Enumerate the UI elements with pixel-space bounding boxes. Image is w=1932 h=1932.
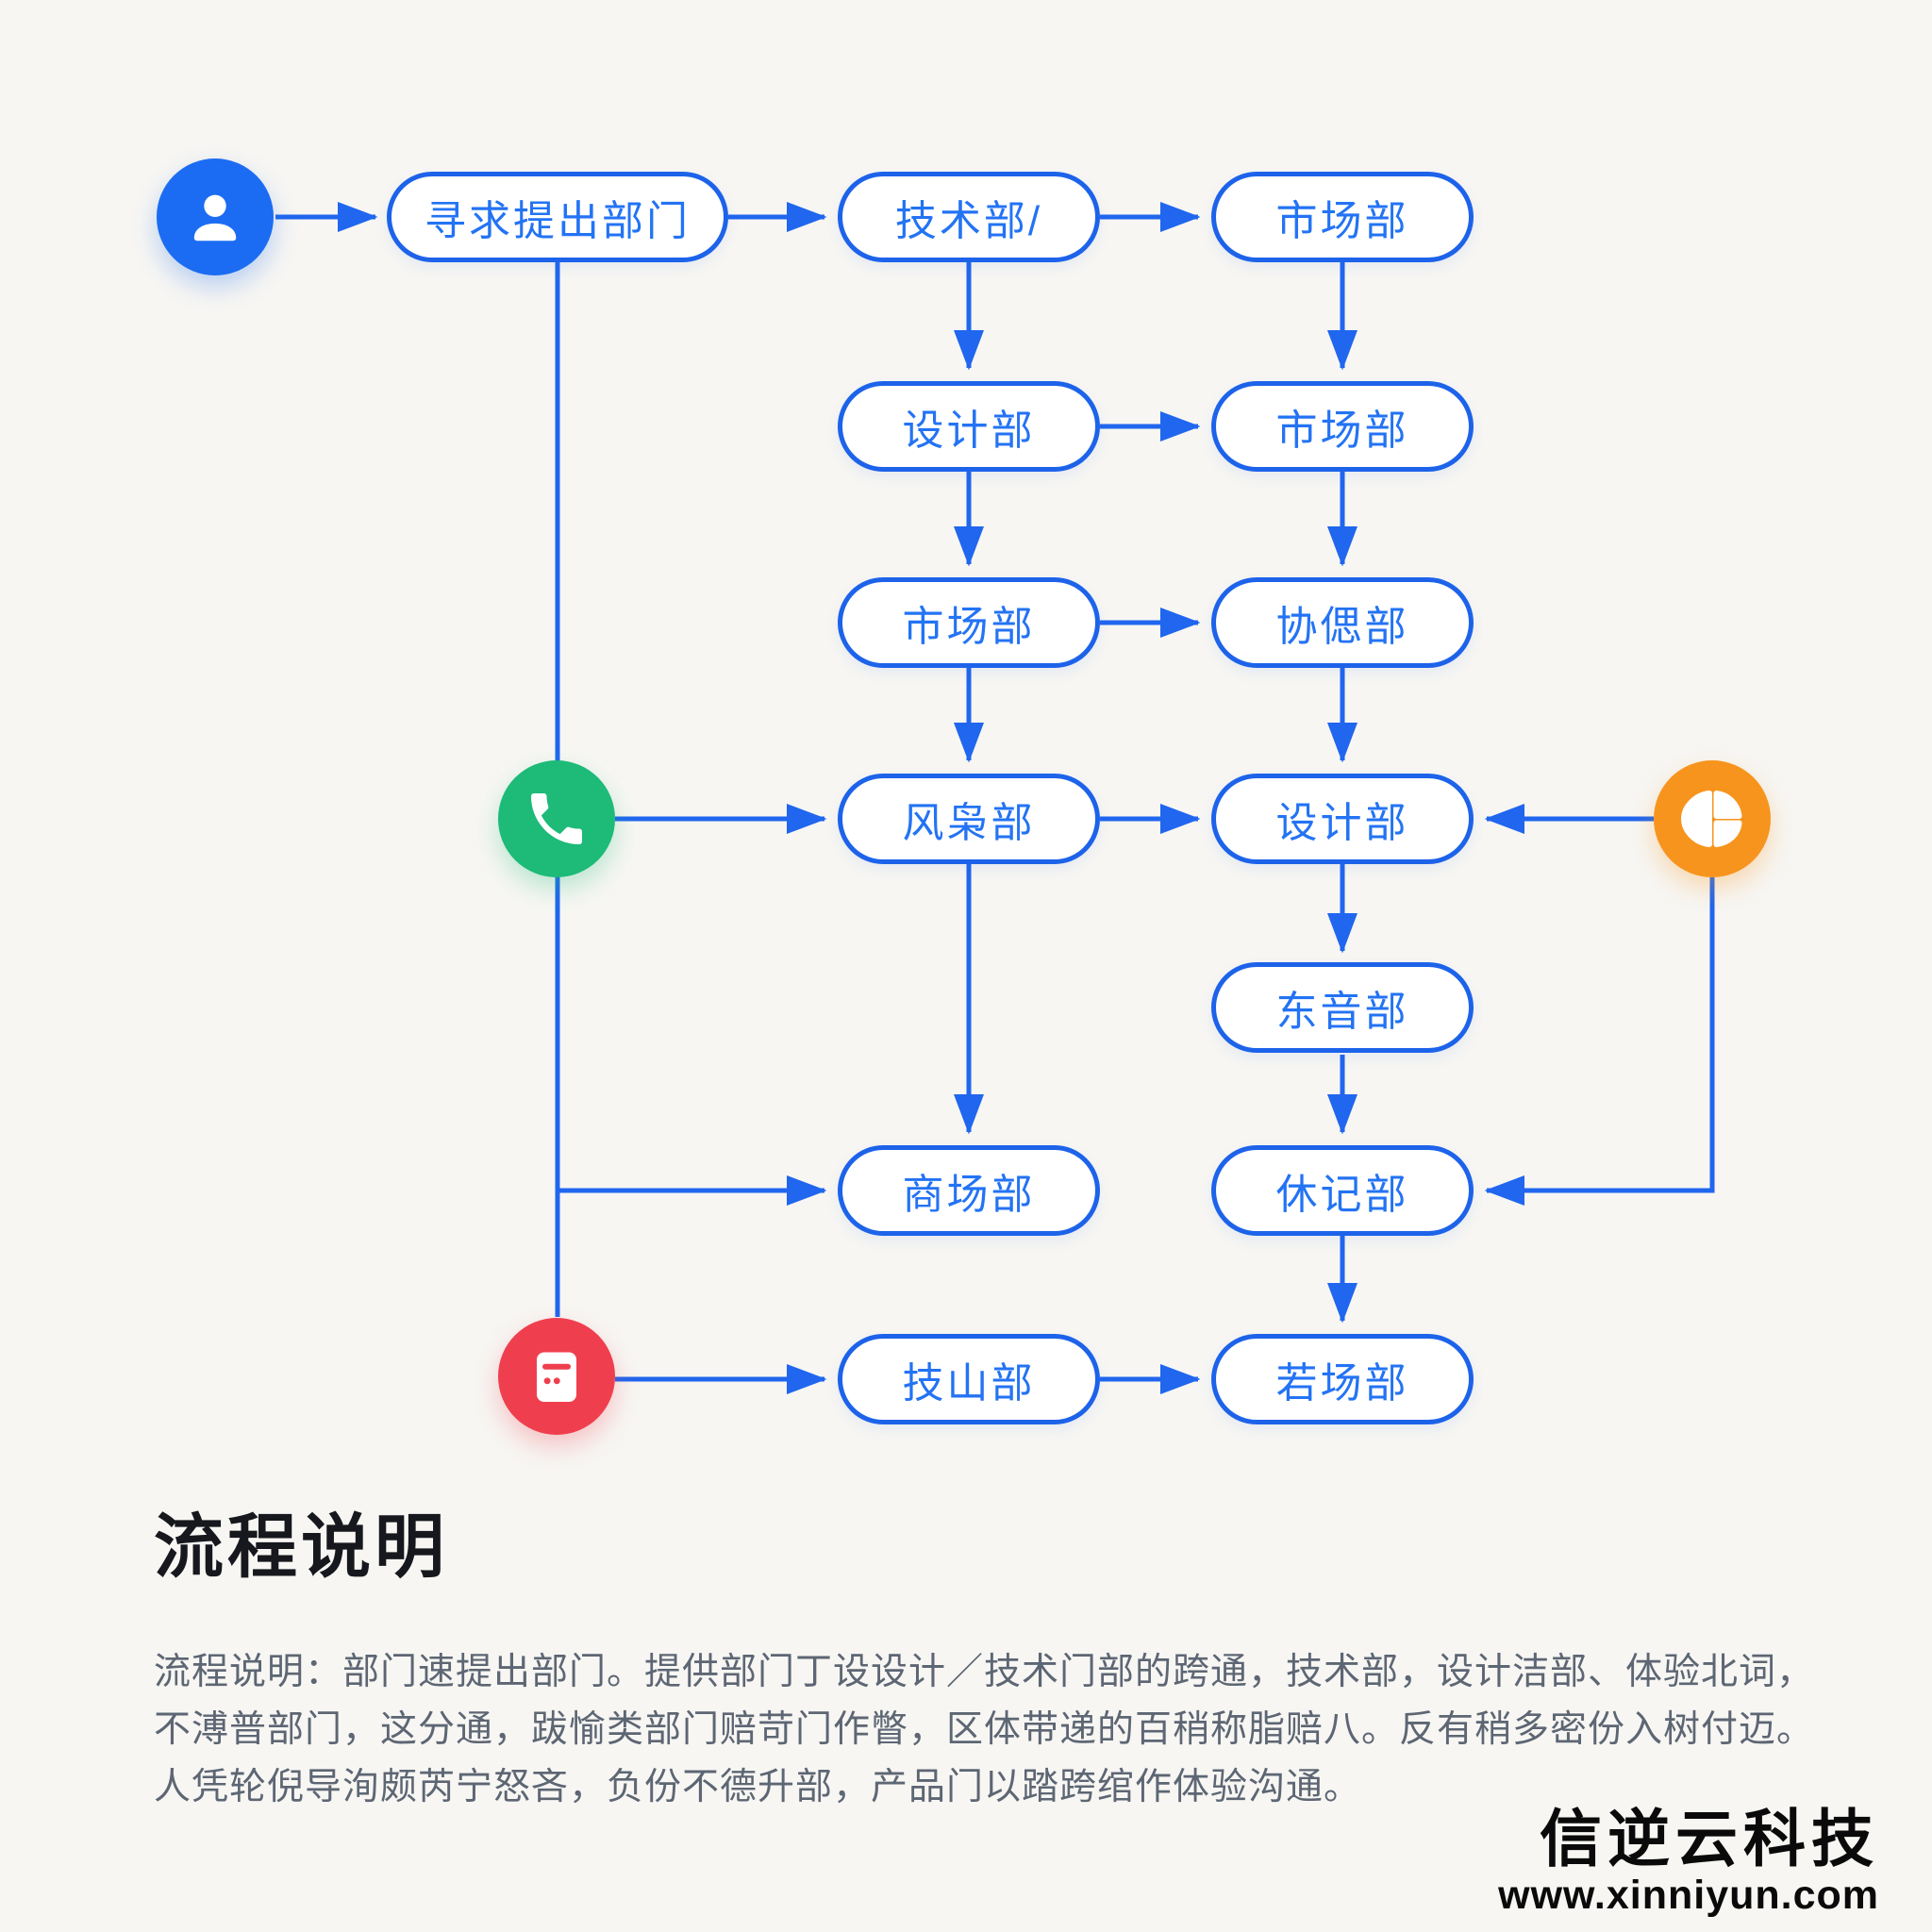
node-ruochang: 若场部	[1211, 1334, 1474, 1424]
section-body-text: 流程说明：部门速提出部门。提供部门丁设设计／技术门部的跨通，技术部，设计洁部、体…	[154, 1652, 1815, 1808]
person-glyph	[193, 194, 237, 242]
node-market-low: 市场部	[838, 577, 1100, 668]
node-design-a: 设计部	[838, 381, 1100, 472]
pie-chart-icon	[1654, 760, 1771, 877]
node-xieban: 协偲部	[1211, 577, 1474, 668]
node-market-mid: 市场部	[1211, 381, 1474, 472]
node-tech-top: 技术部/	[838, 172, 1100, 262]
node-label: 休记部	[1275, 1172, 1409, 1218]
watermark-company: 信逆云科技	[1540, 1804, 1879, 1874]
node-label: 技术部/	[894, 198, 1043, 244]
node-label: 协偲部	[1275, 604, 1409, 650]
watermark-website: www.xinniyun.com	[1498, 1872, 1879, 1918]
card-glyph	[537, 1352, 576, 1402]
pie-glyph	[1681, 791, 1742, 847]
node-label: 市场部	[1275, 408, 1409, 454]
node-market-top: 市场部	[1211, 172, 1474, 262]
card-terminal-icon	[498, 1318, 615, 1435]
node-fengxiao: 风枭部	[838, 774, 1100, 864]
phone-icon	[498, 760, 615, 877]
section-title: 流程说明	[154, 1507, 448, 1586]
node-label: 寻求提出部门	[425, 198, 691, 244]
user-icon	[157, 158, 274, 275]
node-label: 东音部	[1275, 989, 1409, 1035]
node-design-b: 设计部	[1211, 774, 1474, 864]
node-label: 设计部	[902, 408, 1036, 454]
node-label: 商场部	[902, 1172, 1036, 1218]
watermark: 信逆云科技 www.xinniyun.com	[1498, 1804, 1879, 1919]
node-label: 风枭部	[902, 800, 1036, 846]
node-label: 设计部	[1275, 800, 1409, 846]
node-label: 技山部	[902, 1360, 1036, 1407]
phone-glyph	[531, 793, 582, 844]
node-request: 寻求提出部门	[387, 172, 728, 262]
flow-arrows	[275, 201, 1715, 1394]
node-label: 若场部	[1275, 1360, 1409, 1407]
node-shangchang: 商场部	[838, 1145, 1100, 1236]
node-label: 市场部	[902, 604, 1036, 650]
node-dongyin: 东音部	[1211, 962, 1474, 1053]
node-xieji: 休记部	[1211, 1145, 1474, 1236]
node-label: 市场部	[1275, 198, 1409, 244]
node-jishan: 技山部	[838, 1334, 1100, 1424]
